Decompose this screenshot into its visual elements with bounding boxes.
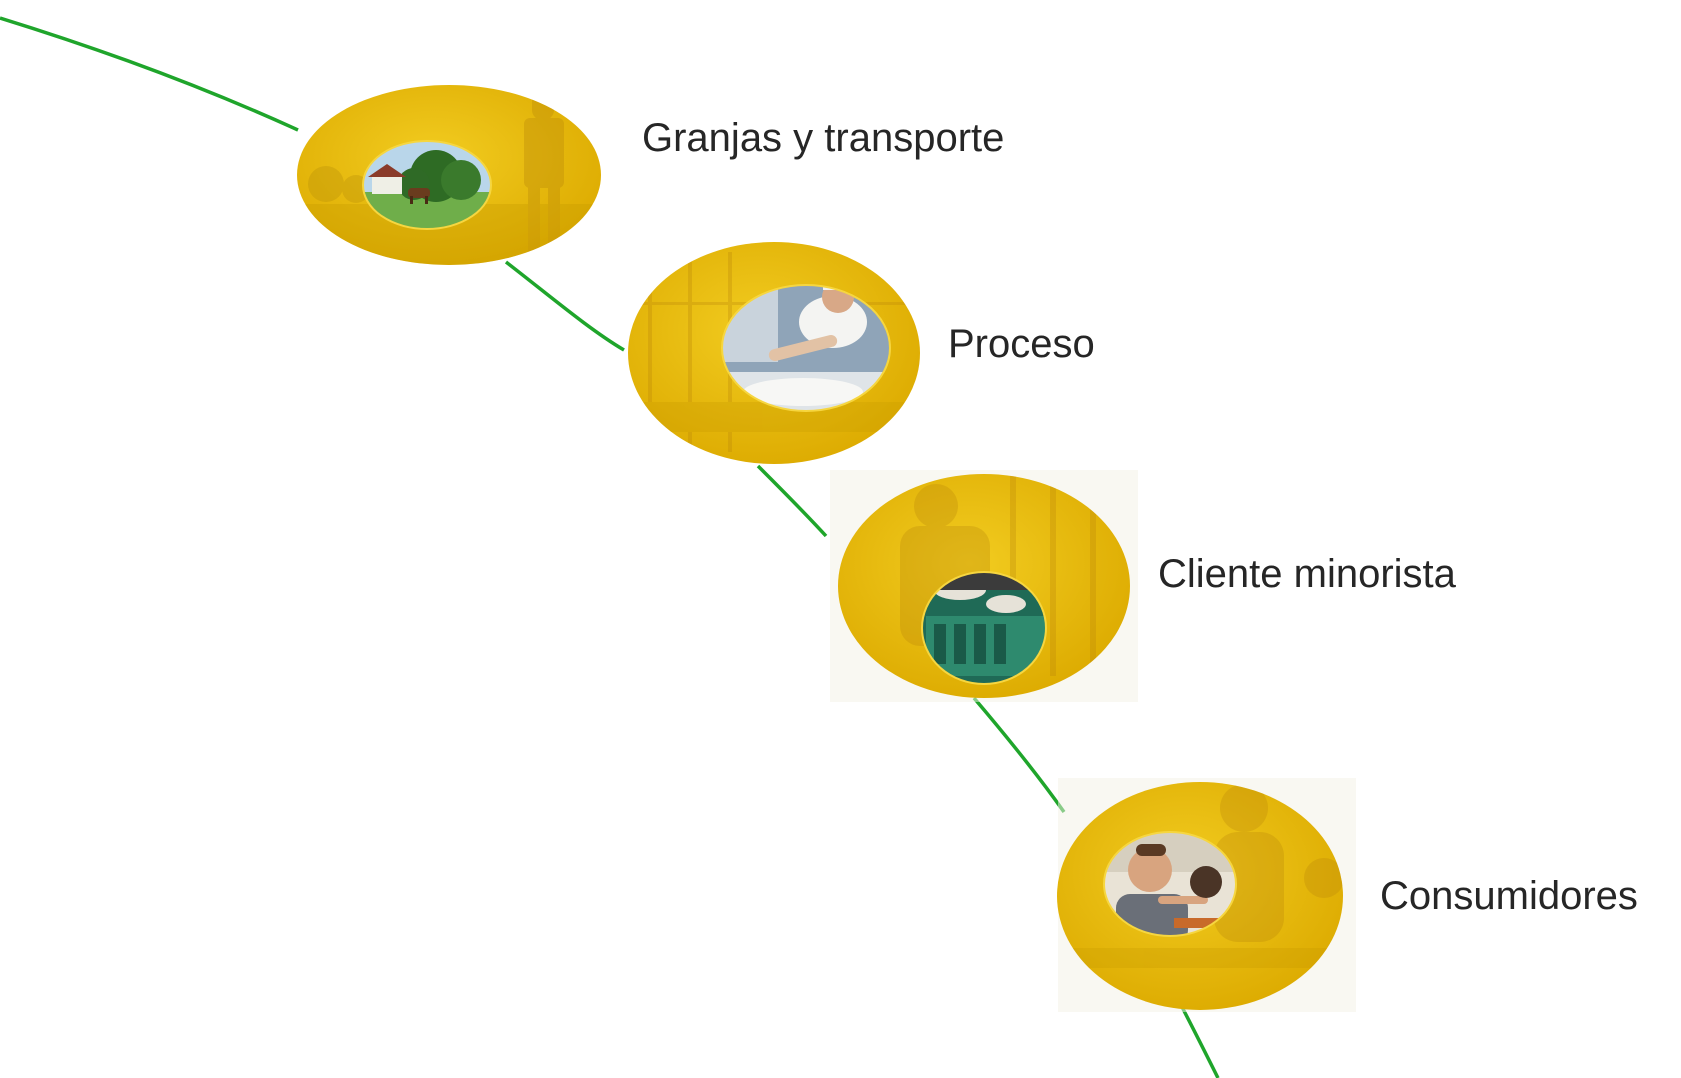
factory-disc-icon [628, 242, 920, 464]
stage-consumers [1054, 778, 1356, 1012]
retail-disc-icon [830, 470, 1138, 702]
stage-label-process: Proceso [948, 322, 1095, 366]
stage-retail-customer [830, 466, 1138, 706]
curve-segment-3-4 [972, 696, 1066, 814]
stage-label-consumers: Consumidores [1380, 874, 1638, 918]
stage-farms-transport [296, 84, 602, 266]
stage-process [628, 242, 920, 464]
farm-photo [363, 141, 491, 229]
stage-label-retail-customer: Cliente minorista [1158, 552, 1456, 596]
stage-label-farms-transport: Granjas y transporte [642, 116, 1005, 160]
curve-segment-1-2 [504, 260, 625, 352]
curve-segment-start [0, 16, 299, 132]
consumer-disc-icon [1057, 778, 1356, 1012]
curve-segment-end [1180, 1006, 1220, 1078]
farm-disc-icon [297, 85, 601, 265]
curve-segment-2-3 [756, 464, 828, 538]
